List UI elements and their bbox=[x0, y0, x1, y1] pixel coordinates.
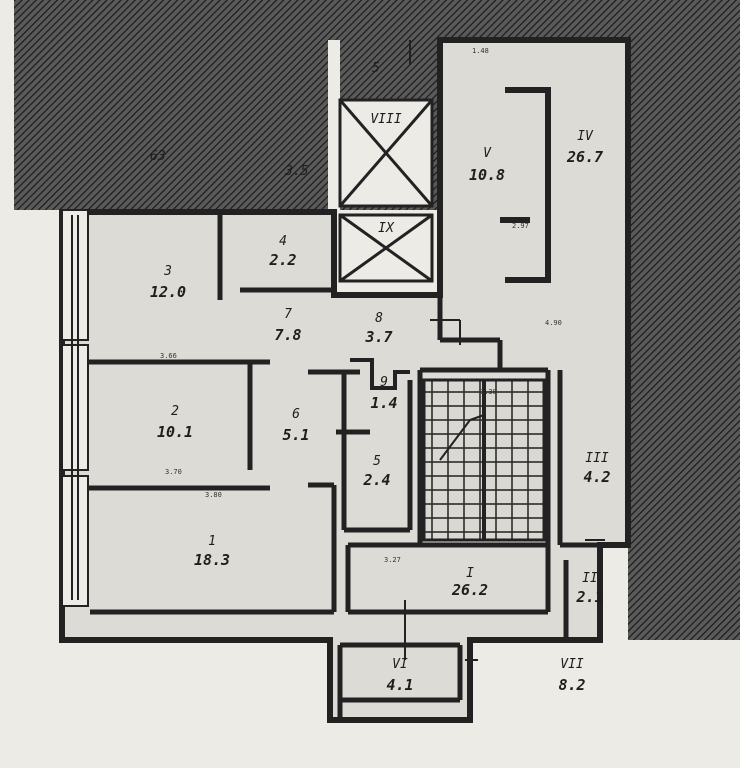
dimension-label: 1.48 bbox=[472, 47, 489, 55]
svg-text:18.3: 18.3 bbox=[194, 551, 230, 569]
svg-text:3: 3 bbox=[163, 264, 172, 279]
room-IX-label: IX bbox=[378, 221, 395, 236]
neighbor-labels: 63 3.5 5 bbox=[150, 61, 380, 179]
svg-text:4: 4 bbox=[279, 234, 287, 249]
interior-walls bbox=[88, 100, 628, 720]
dimension-label: 1.38 bbox=[480, 388, 497, 396]
svg-text:5: 5 bbox=[373, 454, 381, 469]
staircase bbox=[422, 378, 546, 542]
neighbor-label-1: 63 bbox=[150, 149, 166, 164]
svg-text:V: V bbox=[483, 146, 492, 161]
room-labels: 1 18.3 2 10.1 3 12.0 4 2.2 5 2.4 6 5.1 7… bbox=[150, 112, 611, 694]
dimension-label: 3.80 bbox=[205, 491, 222, 499]
svg-text:III: III bbox=[585, 451, 609, 466]
room-VIII-label: VIII bbox=[370, 112, 401, 127]
svg-text:1.4: 1.4 bbox=[370, 394, 397, 412]
room-I-label: I 26.2 bbox=[451, 566, 488, 599]
right-bracket-walls bbox=[500, 87, 551, 283]
room-7-label: 7 7.8 bbox=[274, 307, 301, 344]
dimension-label: 2.97 bbox=[512, 222, 529, 230]
room-8-label: 8 3.7 bbox=[364, 311, 392, 346]
svg-text:6: 6 bbox=[292, 407, 300, 422]
svg-text:I: I bbox=[466, 566, 474, 581]
left-window-column bbox=[61, 209, 89, 607]
svg-text:VII: VII bbox=[560, 657, 584, 672]
room-VII-label: VII 8.2 bbox=[558, 657, 585, 694]
svg-text:II: II bbox=[582, 571, 598, 586]
svg-text:IX: IX bbox=[378, 221, 395, 236]
svg-text:3.7: 3.7 bbox=[364, 328, 392, 346]
room-III-label: III 4.2 bbox=[583, 451, 610, 486]
svg-text:VIII: VIII bbox=[370, 112, 401, 127]
dimension-label: 3.27 bbox=[384, 556, 401, 564]
elevator-shafts bbox=[338, 98, 434, 283]
svg-text:2.1: 2.1 bbox=[575, 588, 603, 606]
dimension-label: 3.66 bbox=[160, 352, 177, 360]
neighbor-label-2: 3.5 bbox=[284, 164, 309, 179]
svg-text:7: 7 bbox=[284, 307, 292, 322]
svg-text:8.2: 8.2 bbox=[558, 676, 585, 694]
room-2-label: 2 10.1 bbox=[157, 404, 193, 441]
room-9-label: 9 1.4 bbox=[370, 375, 397, 412]
svg-text:5.1: 5.1 bbox=[282, 426, 309, 444]
svg-text:12.0: 12.0 bbox=[150, 283, 186, 301]
room-1-label: 1 18.3 bbox=[194, 534, 230, 569]
corridor-notch bbox=[350, 358, 410, 390]
room-IV-label: IV 26.7 bbox=[566, 129, 603, 166]
room-VI-label: VI 4.1 bbox=[386, 657, 413, 694]
svg-text:10.8: 10.8 bbox=[469, 166, 505, 184]
svg-text:4.1: 4.1 bbox=[386, 676, 413, 694]
svg-text:26.2: 26.2 bbox=[451, 581, 488, 599]
svg-text:2: 2 bbox=[171, 404, 179, 419]
svg-text:VI: VI bbox=[392, 657, 408, 672]
neighbor-label-3: 5 bbox=[372, 61, 380, 76]
svg-text:2.4: 2.4 bbox=[362, 471, 390, 489]
room-II-label: II 2.1 bbox=[575, 571, 603, 606]
dimension-label: 4.90 bbox=[545, 319, 562, 327]
room-5-label: 5 2.4 bbox=[362, 454, 390, 489]
svg-text:26.7: 26.7 bbox=[566, 148, 603, 166]
room-4-label: 4 2.2 bbox=[268, 234, 296, 269]
svg-text:IV: IV bbox=[577, 129, 594, 144]
dimension-labels: 3.66 3.70 3.80 2.97 4.90 1.48 3.27 1.38 bbox=[160, 47, 562, 564]
svg-text:4.2: 4.2 bbox=[583, 468, 610, 486]
svg-text:1: 1 bbox=[208, 534, 216, 549]
svg-text:7.8: 7.8 bbox=[274, 326, 301, 344]
svg-text:9: 9 bbox=[380, 375, 388, 390]
room-6-label: 6 5.1 bbox=[282, 407, 309, 444]
room-V-label: V 10.8 bbox=[469, 146, 505, 184]
svg-text:10.1: 10.1 bbox=[157, 423, 193, 441]
svg-text:8: 8 bbox=[375, 311, 383, 326]
room-3-label: 3 12.0 bbox=[150, 264, 186, 301]
svg-text:2.2: 2.2 bbox=[268, 251, 296, 269]
dimension-label: 3.70 bbox=[165, 468, 182, 476]
doors bbox=[404, 40, 605, 661]
